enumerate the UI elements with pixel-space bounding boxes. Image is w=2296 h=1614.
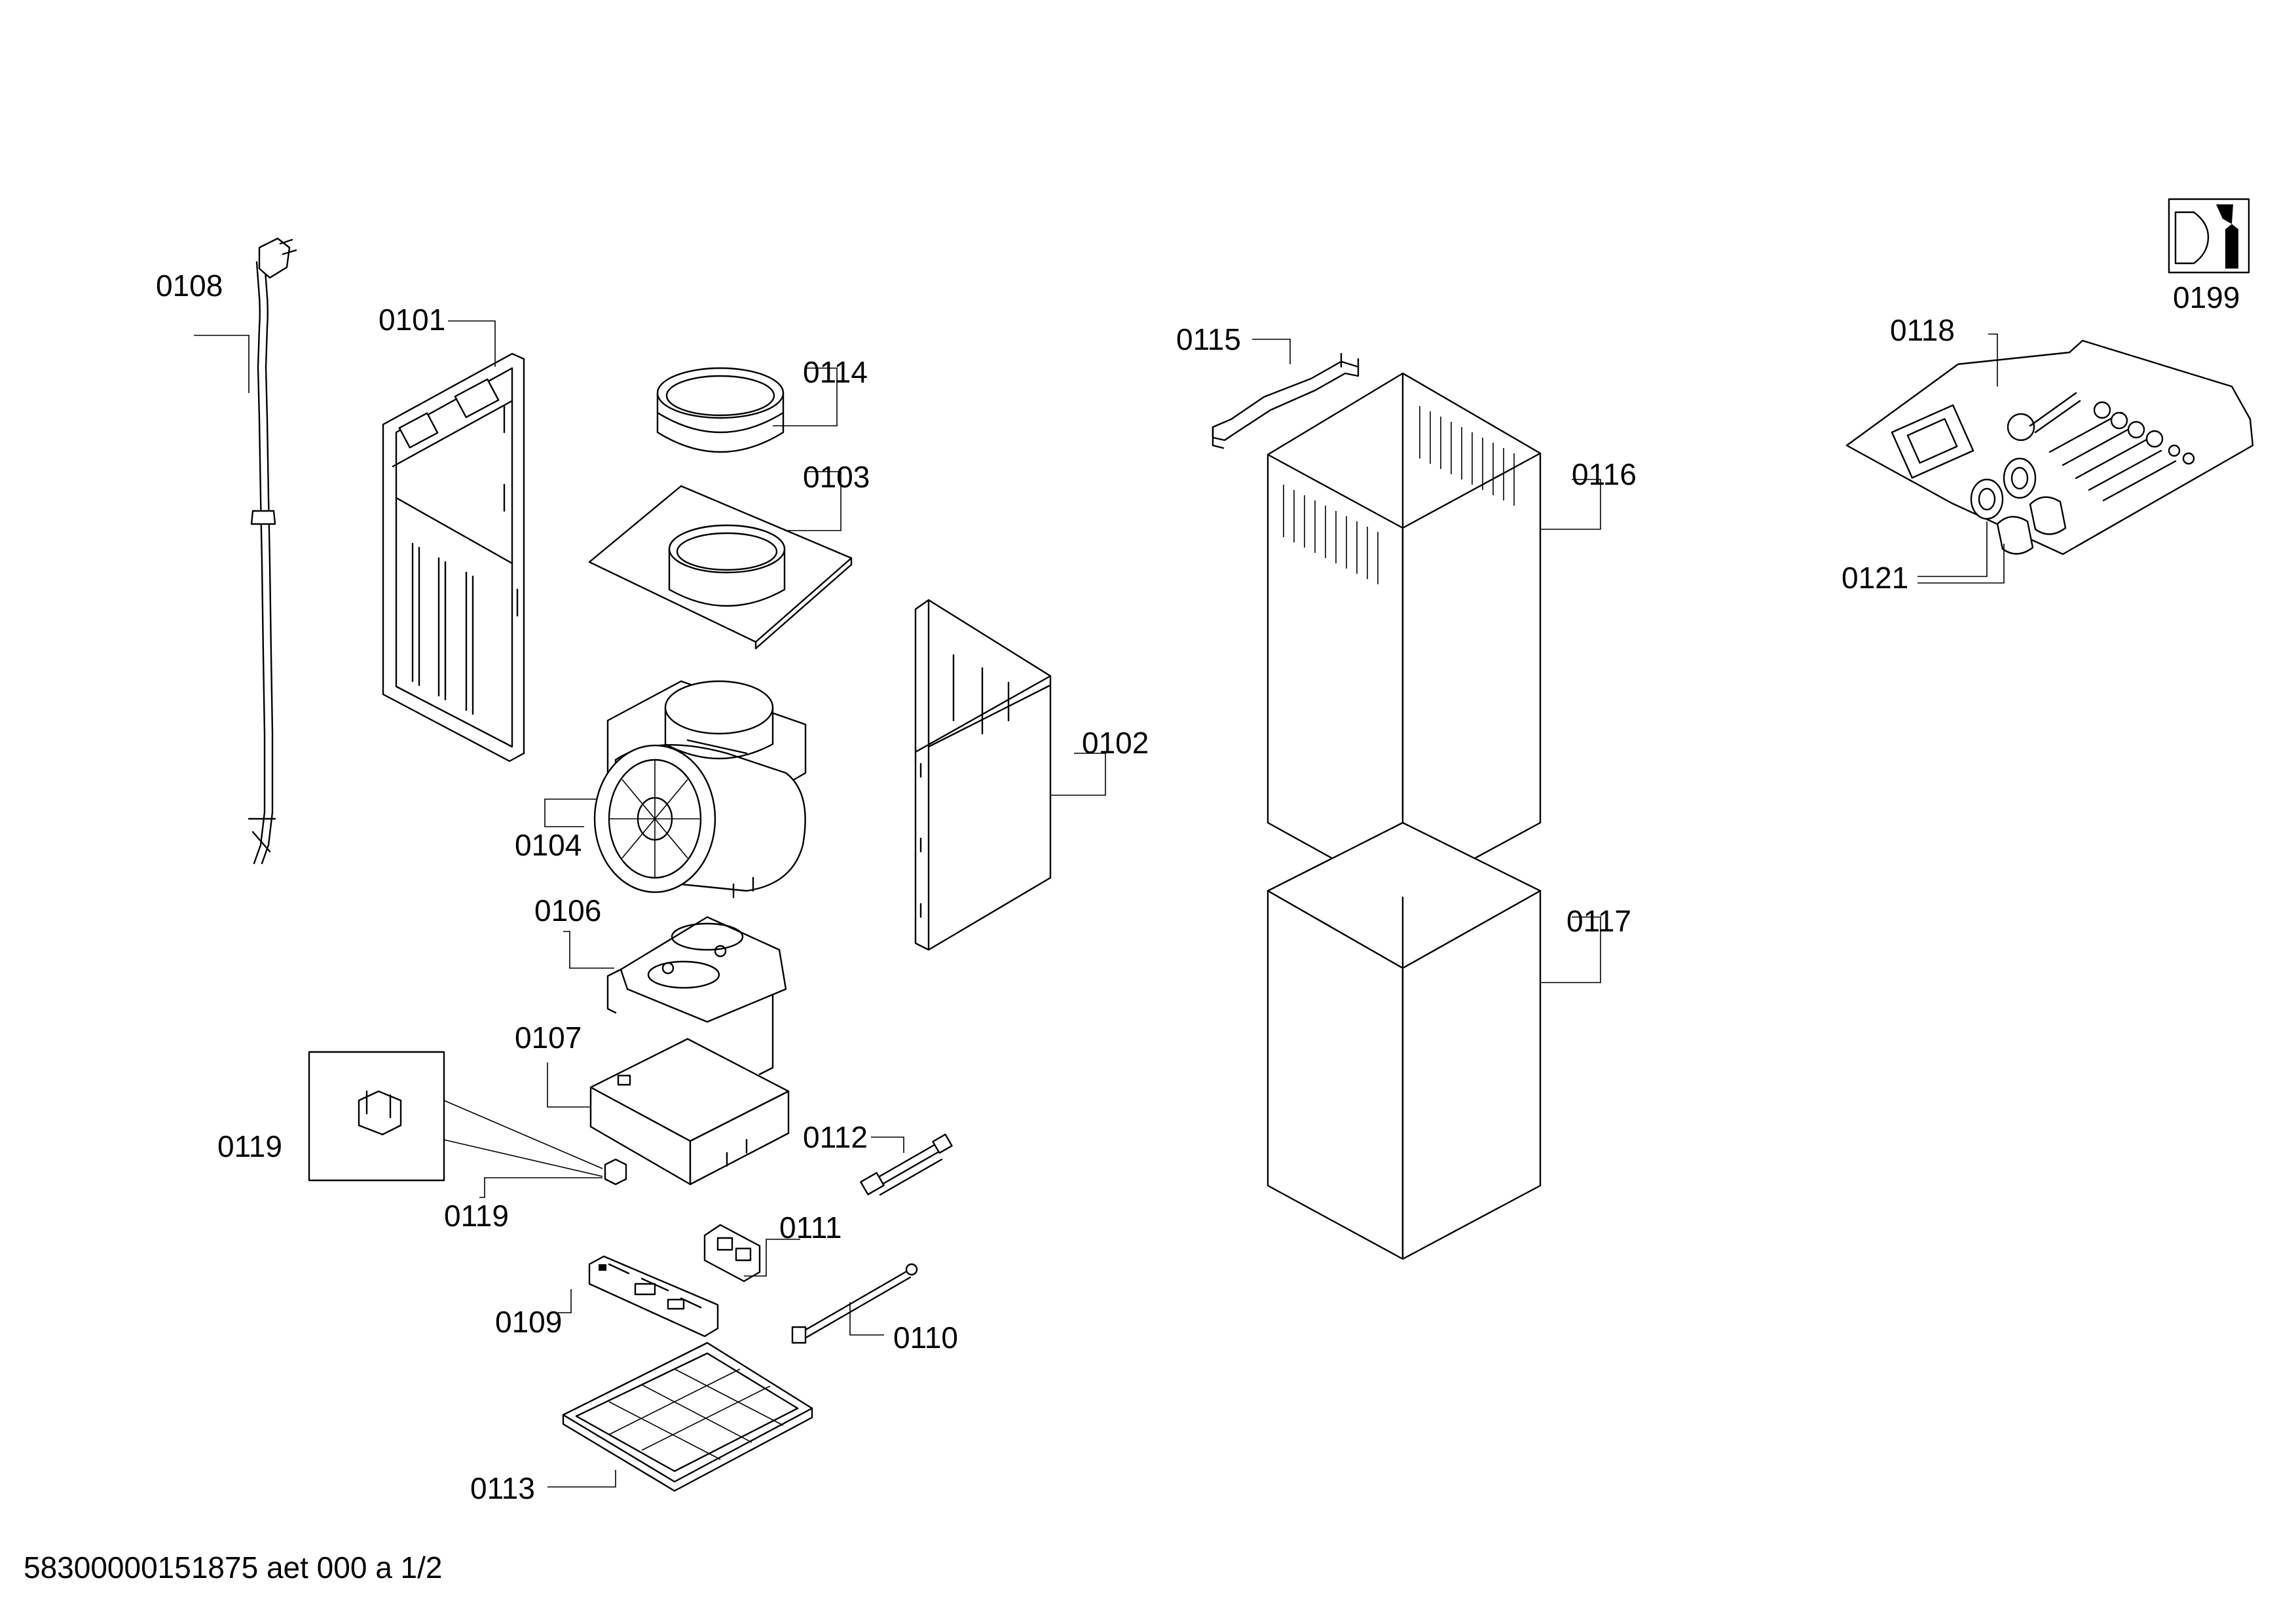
part-0110-cable	[791, 1263, 918, 1344]
label-0109: 0109	[495, 1305, 562, 1339]
part-0121-knobs	[1970, 457, 2067, 555]
label-0106: 0106	[534, 893, 601, 928]
part-0103-mounting-plate	[588, 485, 853, 650]
part-0102-side-panel	[914, 599, 1052, 951]
label-0113: 0113	[470, 1471, 535, 1505]
label-0110: 0110	[893, 1321, 958, 1355]
part-0101-back-panel	[382, 352, 525, 762]
part-0106-bracket	[606, 916, 787, 1076]
part-0119-detail-box	[308, 1051, 627, 1186]
part-0111-switch-module	[703, 1224, 761, 1283]
document-id: 58300000151875 aet 000 a 1/2	[24, 1550, 443, 1585]
leader-lines	[194, 320, 2005, 1488]
label-0118: 0118	[1890, 313, 1955, 347]
part-0109-circuit-board	[588, 1255, 719, 1338]
part-0108-power-cord	[248, 237, 297, 865]
part-0114-collar-ring	[656, 367, 785, 453]
label-0119: 0119	[444, 1199, 509, 1233]
label-0121: 0121	[1842, 561, 1908, 595]
wrench-nut-icon	[2168, 198, 2250, 274]
label-0107: 0107	[515, 1021, 582, 1055]
part-0117-lower-chimney	[1267, 821, 1542, 1260]
label-0116: 0116	[1572, 457, 1637, 491]
part-0107-control-box	[589, 1038, 790, 1186]
label-0117: 0117	[1566, 904, 1631, 938]
label-0115: 0115	[1176, 322, 1241, 356]
part-0113-grease-filter	[562, 1342, 813, 1492]
label-0199: 0199	[2173, 280, 2240, 314]
label-0119-detail: 0119	[217, 1129, 282, 1163]
label-0102: 0102	[1082, 726, 1149, 760]
label-0112: 0112	[803, 1120, 868, 1154]
label-0101: 0101	[379, 303, 445, 337]
label-0108: 0108	[156, 269, 223, 303]
label-0111: 0111	[779, 1210, 842, 1245]
label-0114: 0114	[803, 355, 868, 389]
part-0116-upper-chimney	[1267, 372, 1542, 899]
label-0103: 0103	[803, 460, 870, 494]
part-0118-accessory-bag	[1845, 339, 2254, 555]
label-0104: 0104	[515, 828, 582, 862]
part-0112-ribbon-cable	[860, 1133, 953, 1196]
part-0115-hanger-bracket	[1212, 352, 1360, 449]
part-number-labels: 0108 0101 0114 0103 0104 0102 0106 0107 …	[156, 269, 2240, 1505]
part-0104-fan-motor	[593, 680, 807, 899]
